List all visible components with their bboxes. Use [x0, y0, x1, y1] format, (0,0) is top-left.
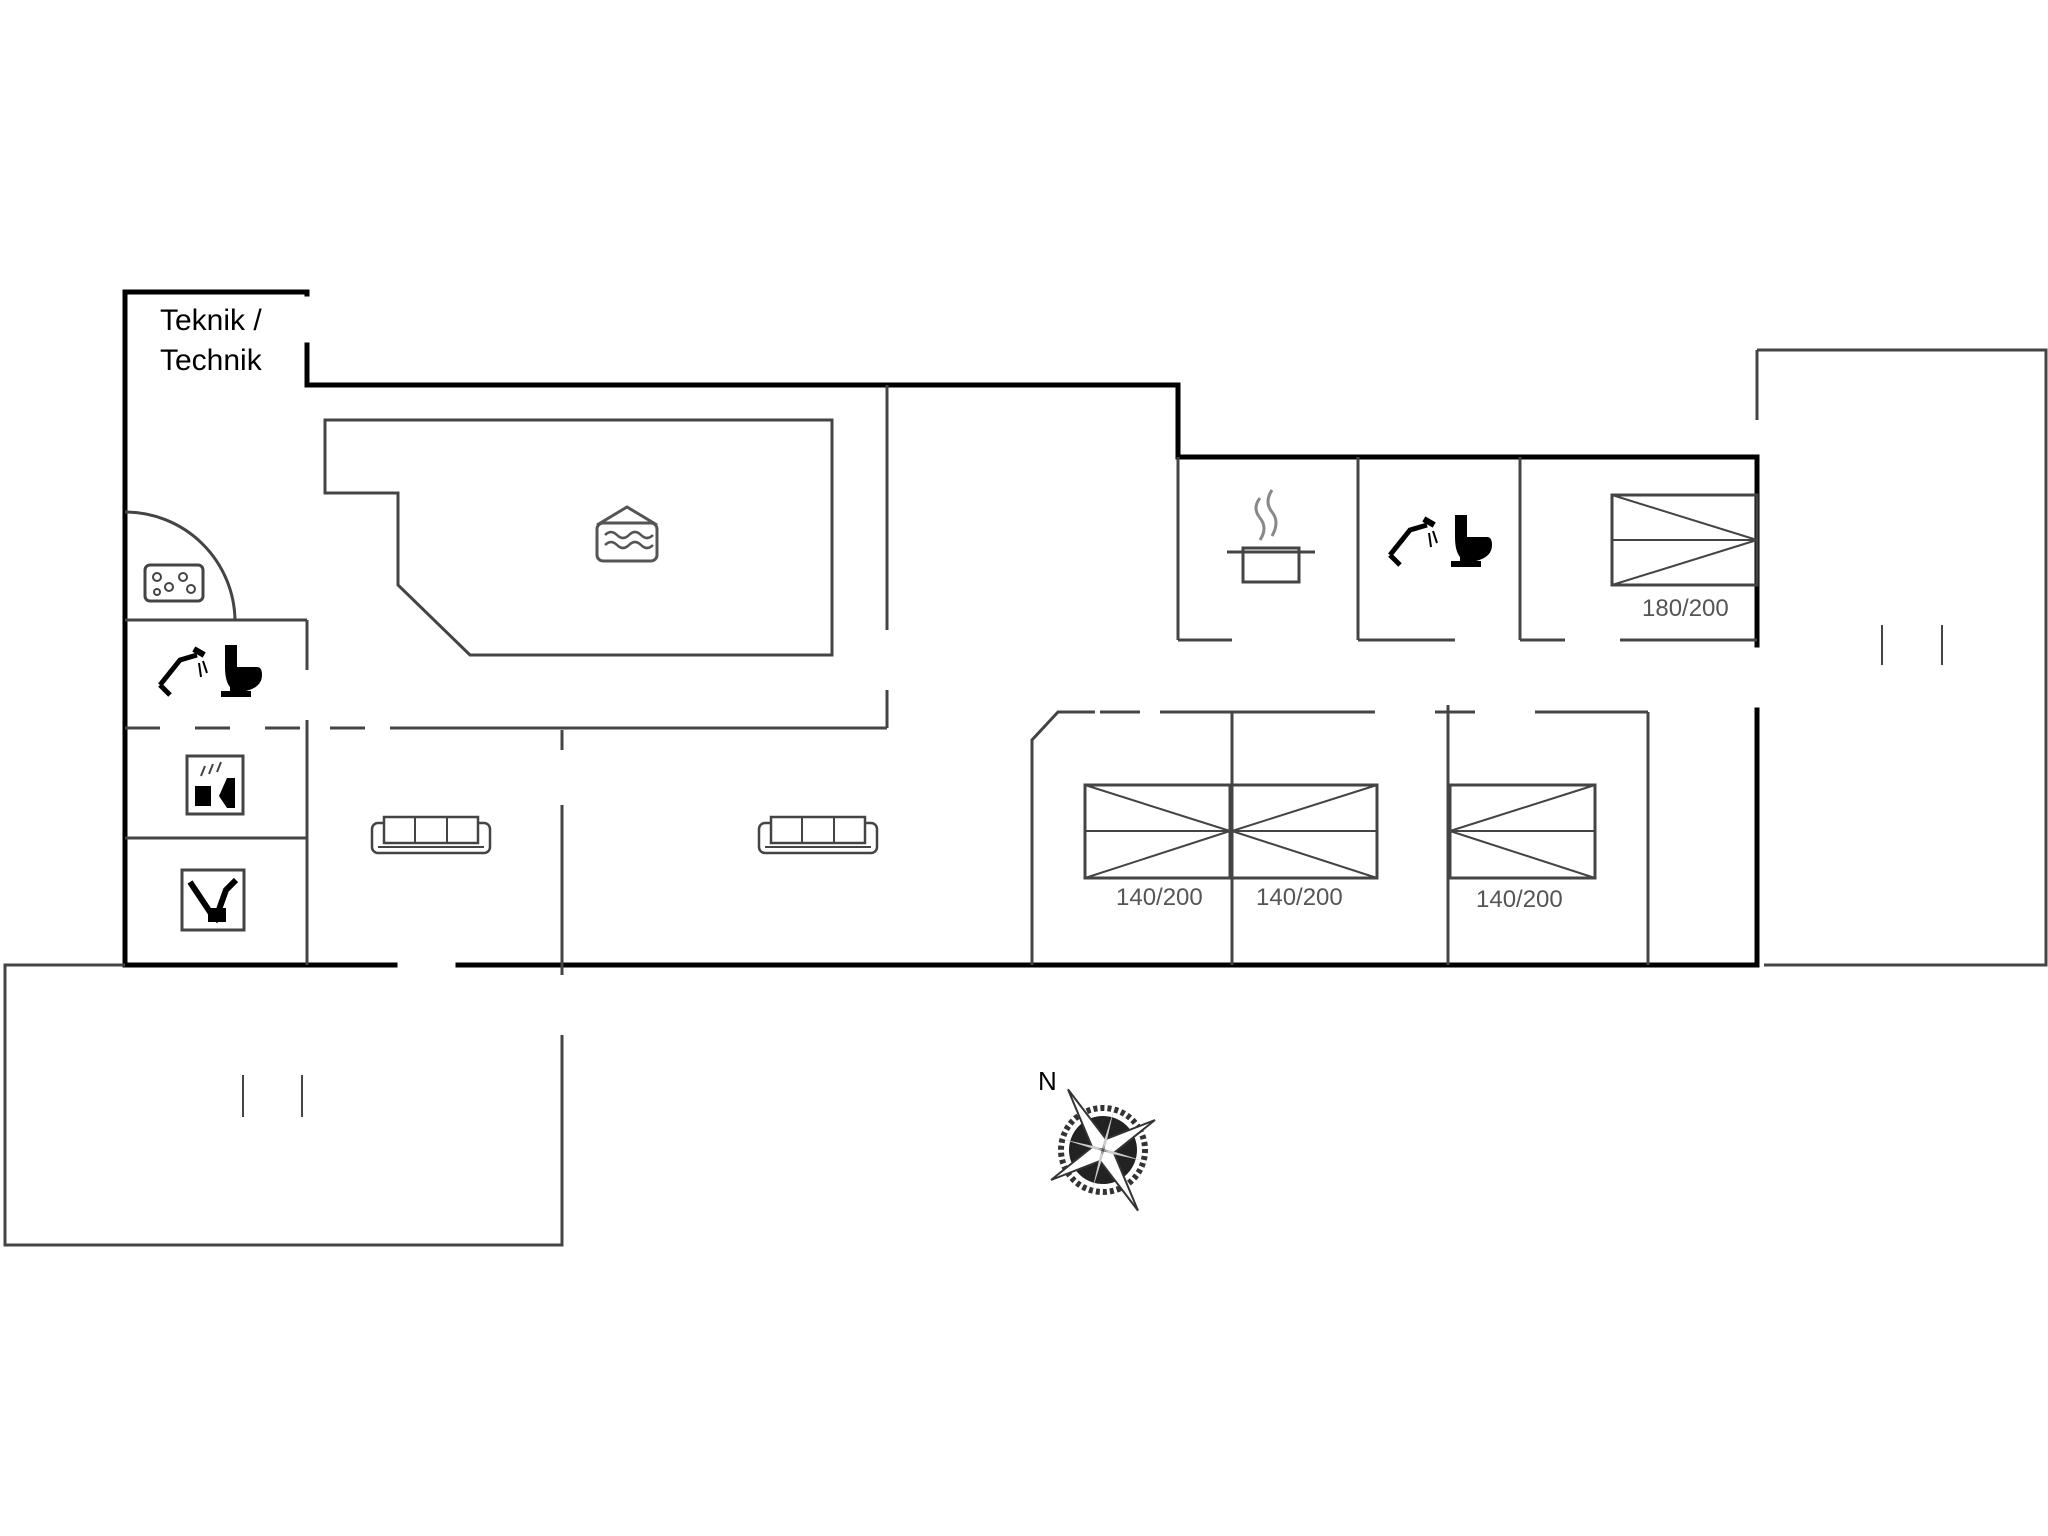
kitchen-pot-icon [1227, 489, 1315, 584]
tech-room-label-line1: Teknik / [160, 304, 262, 337]
whirlpool-tub [124, 510, 237, 621]
bed-140-c [1448, 783, 1597, 880]
shower-toilet-icon [1388, 515, 1492, 567]
sofa-icon [757, 815, 879, 855]
bed-140-a [1083, 783, 1232, 880]
bed-180 [1610, 493, 1759, 587]
tech-room-label-line2: Technik [160, 344, 263, 377]
washing-machine-icon [180, 868, 246, 932]
swimming-pool [323, 418, 834, 657]
sauna-icon [185, 754, 245, 816]
bed-140-b [1230, 783, 1379, 880]
bed-size-label: 140/200 [1256, 884, 1343, 911]
sofa-icon [370, 815, 492, 855]
compass-north-label: N [1038, 1066, 1057, 1096]
interior-walls [125, 385, 1757, 975]
shower-toilet-icon [158, 645, 262, 697]
bed-size-label: 180/200 [1642, 595, 1729, 622]
whirlpool-icon [143, 563, 205, 603]
bed-size-label: 140/200 [1116, 884, 1203, 911]
terrace-outlines [3, 348, 2048, 1247]
compass-rose-icon [1050, 1088, 1156, 1212]
bed-size-label: 140/200 [1476, 886, 1563, 913]
exterior-walls [122, 289, 1760, 968]
pool-icon [595, 505, 659, 563]
